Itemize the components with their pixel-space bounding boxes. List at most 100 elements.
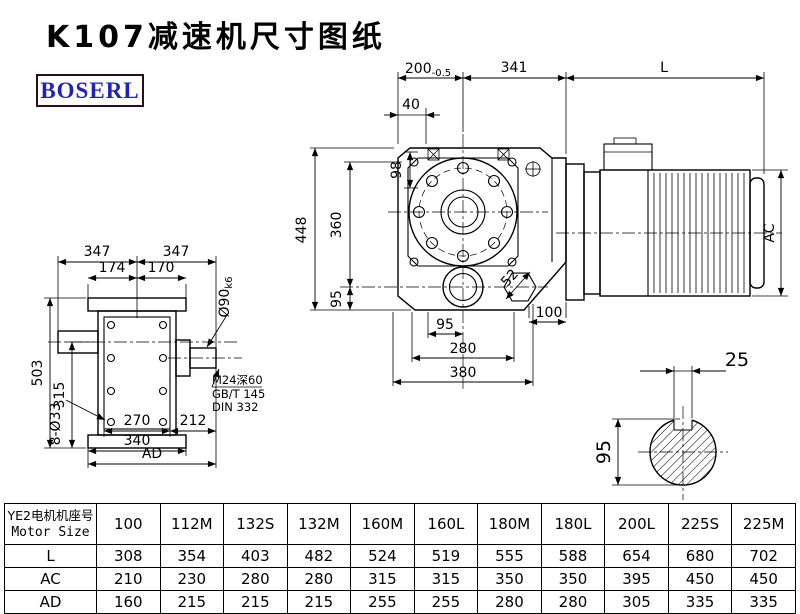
section-extension-lines — [612, 366, 693, 486]
dim-AD-label: AD — [142, 446, 162, 462]
dim-value-cell: 280 — [540, 590, 606, 614]
motor-size-col-132M: 132M — [286, 503, 352, 545]
row-label-AD: AD — [4, 590, 97, 614]
side-bolt-holes — [106, 320, 168, 427]
dim-value-cell: 215 — [286, 590, 352, 614]
dim-341-label: 341 — [501, 60, 528, 76]
dim-value-cell: 315 — [413, 567, 479, 591]
dim-value-cell: 315 — [350, 567, 415, 591]
page-title: K107减速机尺寸图纸 — [46, 20, 386, 55]
motor-size-col-180M: 180M — [477, 503, 542, 545]
motor-size-header-cn: YE2电机机座号 — [7, 508, 94, 523]
dim-value-cell: 215 — [159, 590, 225, 614]
dim-value-cell: 255 — [413, 590, 479, 614]
front-view: 200-0.5 341 L 40 98 448 360 95 52 95 100… — [294, 60, 788, 392]
dim-200-label: 200-0.5 — [405, 61, 451, 79]
dim-95-bottom-label: 95 — [436, 317, 454, 333]
dim-380-label: 380 — [450, 365, 477, 381]
dim-value-cell: 210 — [96, 567, 161, 591]
dim-448-label: 448 — [294, 217, 310, 244]
top-pad-icon — [427, 148, 510, 161]
dim-95-section-label: 95 — [593, 440, 615, 464]
dim-AC-label: AC — [762, 223, 778, 242]
motor — [565, 137, 765, 301]
dim-95-left-label: 95 — [329, 290, 345, 308]
motor-size-col-160L: 160L — [413, 503, 479, 545]
bolt-count-label: 8-Ø33 — [48, 403, 64, 446]
dim-347-left-label: 347 — [84, 244, 111, 260]
motor-size-header: YE2电机机座号 Motor Size — [4, 503, 97, 545]
dim-value-cell: 519 — [413, 544, 479, 568]
dim-value-cell: 588 — [540, 544, 606, 568]
dim-270-label: 270 — [124, 413, 151, 429]
dim-value-cell: 160 — [96, 590, 161, 614]
dim-value-cell: 280 — [477, 590, 542, 614]
dim-value-cell: 335 — [667, 590, 733, 614]
dim-value-cell: 555 — [477, 544, 542, 568]
dim-L-label: L — [660, 60, 668, 76]
dim-170-label: 170 — [148, 260, 175, 276]
thread-note-3: DIN 332 — [212, 400, 258, 414]
row-label-L: L — [4, 544, 97, 568]
dim-value-cell: 654 — [604, 544, 669, 568]
dim-280-label: 280 — [450, 341, 477, 357]
dim-98-label: 98 — [389, 161, 405, 179]
dim-100-label: 100 — [536, 305, 563, 321]
dim-value-cell: 280 — [286, 567, 352, 591]
motor-size-col-100: 100 — [96, 503, 161, 545]
dim-315-label: 315 — [52, 382, 68, 409]
dim-value-cell: 680 — [667, 544, 733, 568]
shaft-dia-label: Ø90k6 — [217, 277, 235, 318]
dim-value-cell: 354 — [159, 544, 225, 568]
shaft-section: 25 95 — [593, 349, 749, 500]
dim-value-cell: 350 — [477, 567, 542, 591]
dim-value-cell: 450 — [667, 567, 733, 591]
dim-value-cell: 255 — [350, 590, 415, 614]
dim-value-cell: 482 — [286, 544, 352, 568]
dim-40-label: 40 — [402, 97, 420, 113]
motor-size-col-225M: 225M — [731, 503, 796, 545]
motor-size-col-225S: 225S — [667, 503, 733, 545]
front-extension-lines — [310, 72, 788, 386]
motor-size-col-132S: 132S — [223, 503, 288, 545]
dim-value-cell: 335 — [731, 590, 796, 614]
side-dimension-lines — [46, 258, 216, 468]
motor-size-col-200L: 200L — [604, 503, 669, 545]
dim-360-label: 360 — [329, 212, 345, 239]
dim-25-label: 25 — [725, 349, 749, 371]
dim-174-label: 174 — [99, 260, 126, 276]
lifting-eye-icon — [525, 161, 541, 177]
dim-340-label: 340 — [124, 433, 151, 449]
dim-value-cell: 215 — [223, 590, 288, 614]
dim-value-cell: 403 — [223, 544, 288, 568]
dim-value-cell: 280 — [223, 567, 288, 591]
dim-value-cell: 305 — [604, 590, 669, 614]
technical-drawing: 200-0.5 341 L 40 98 448 360 95 52 95 100… — [30, 60, 788, 500]
dim-value-cell: 308 — [96, 544, 161, 568]
dim-347-right-label: 347 — [163, 244, 190, 260]
brand-logo-box: BOSERL — [36, 74, 144, 107]
dim-503-label: 503 — [30, 360, 46, 387]
dim-212-label: 212 — [180, 413, 207, 429]
thread-note-2: GB/T 145 — [212, 387, 265, 401]
motor-size-col-180L: 180L — [540, 503, 606, 545]
dim-value-cell: 350 — [540, 567, 606, 591]
brand-logo: BOSERL — [40, 77, 140, 103]
front-dimension-lines — [311, 74, 785, 386]
side-view: 347 347 174 170 503 315 8-Ø33 270 212 34… — [30, 244, 265, 468]
motor-size-header-en: Motor Size — [11, 525, 90, 540]
dim-value-cell: 395 — [604, 567, 669, 591]
dim-value-cell: 230 — [159, 567, 225, 591]
row-label-AC: AC — [4, 567, 97, 591]
dim-value-cell: 524 — [350, 544, 415, 568]
motor-size-col-112M: 112M — [159, 503, 225, 545]
thread-note-1: M24深60 — [212, 373, 263, 387]
motor-fins — [653, 173, 745, 293]
dim-value-cell: 450 — [731, 567, 796, 591]
dim-value-cell: 702 — [731, 544, 796, 568]
